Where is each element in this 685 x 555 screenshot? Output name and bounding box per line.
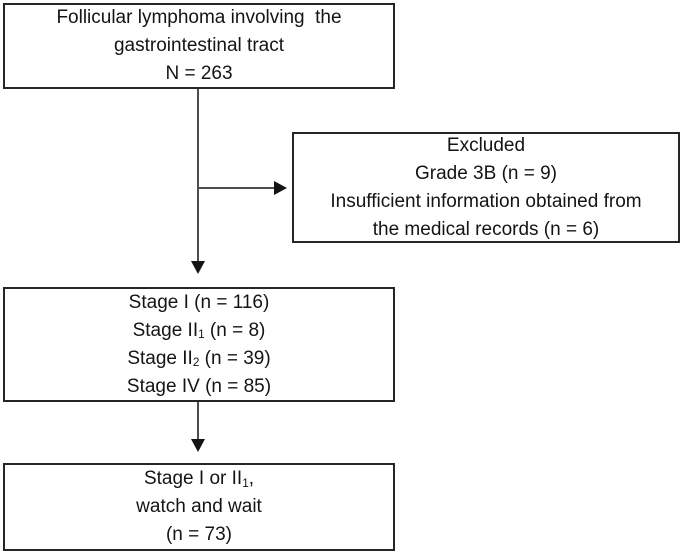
box-text-line: Excluded	[446, 134, 526, 156]
arrow-source-to-stages-head	[191, 261, 205, 274]
box-text-line: Stage II2 (n = 39)	[127, 347, 271, 370]
box-text-line: watch and wait	[136, 496, 262, 517]
box-text-line: the medical records (n = 6)	[372, 218, 600, 240]
source-box: Follicular lymphoma involving the gastroi…	[3, 3, 395, 89]
box-text-line: N = 263	[165, 63, 233, 84]
box-text-line: Stage I or II1,	[143, 468, 255, 490]
arrow-branch-to-excluded-head	[274, 181, 287, 195]
box-text-line: Stage II1 (n = 8)	[132, 319, 266, 342]
box-text-line: Stage IV (n = 85)	[126, 375, 272, 397]
box-text-line: Grade 3B (n = 9)	[414, 162, 558, 184]
box-text-line: Follicular lymphoma involving the	[56, 7, 342, 28]
watch-and-wait-box: Stage I or II1, watch and wait (n = 73)	[3, 463, 395, 551]
box-text-line: Stage I (n = 116)	[128, 291, 270, 313]
box-text-line: gastrointestinal tract	[113, 35, 285, 56]
box-text-line: (n = 73)	[165, 524, 232, 545]
arrow-stages-to-watch-wait-head	[191, 439, 205, 452]
stage-distribution-box: Stage I (n = 116) Stage II1 (n = 8) Stage …	[3, 287, 395, 402]
box-text-line: Insufficient information obtained from	[330, 190, 642, 212]
